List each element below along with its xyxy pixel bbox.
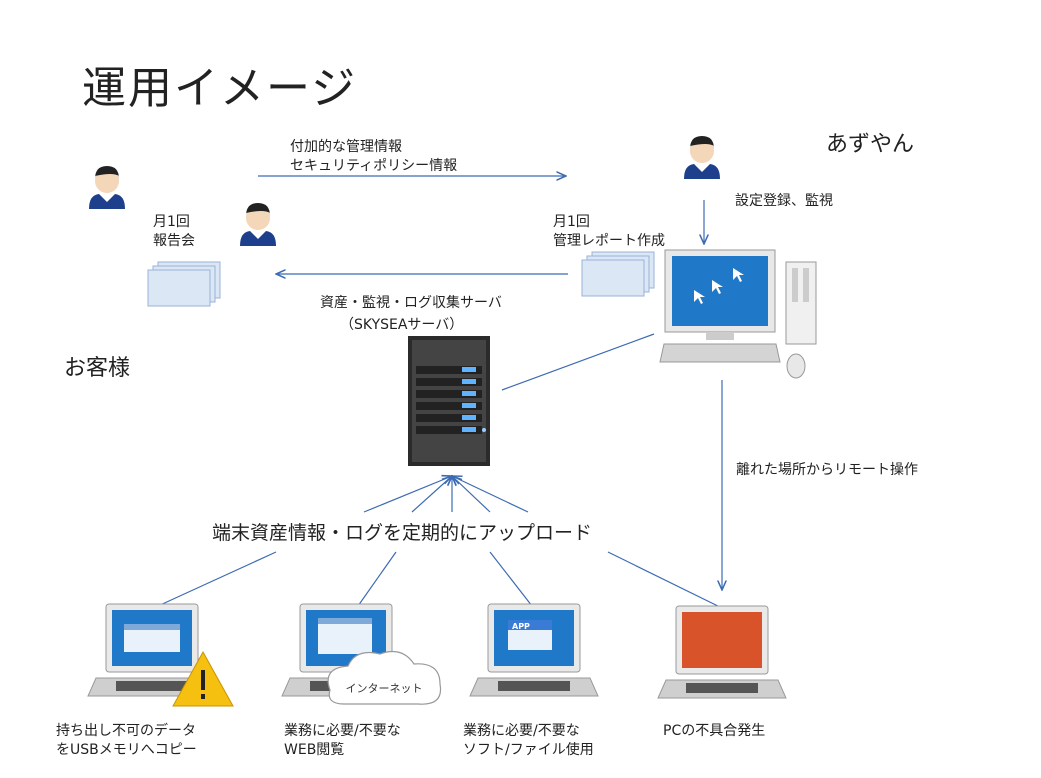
report-meeting-label-2: 報告会 — [153, 233, 195, 249]
report-create-label-2: 管理レポート作成 — [553, 233, 665, 249]
link-laptop-1 — [157, 551, 277, 607]
laptop-usb-icon — [87, 603, 217, 697]
pc-server-link — [501, 333, 655, 391]
client-label-fault-1: PCの不具合発生 — [663, 723, 766, 739]
upload-arrow-4 — [452, 476, 491, 513]
link-laptop-4 — [607, 551, 727, 611]
client-label-usb-1: 持ち出し不可のデータ — [56, 723, 196, 739]
client-label-web-1: 業務に必要/不要な — [284, 723, 401, 739]
remote-label: 離れた場所からリモート操作 — [736, 462, 918, 478]
cloud-label: インターネット — [346, 682, 423, 695]
customer-attendee-icon — [240, 203, 276, 246]
server-label-1: 資産・監視・ログ収集サーバ — [320, 295, 502, 311]
client-label-web-2: WEB閲覧 — [284, 742, 345, 758]
upload-arrow-2 — [411, 476, 452, 513]
report-create-label-1: 月1回 — [553, 214, 590, 230]
link-laptop-3 — [489, 551, 533, 607]
client-label-usb-2: をUSBメモリへコピー — [56, 742, 197, 758]
link-laptop-2 — [357, 551, 397, 607]
cloud-icon: インターネット — [327, 651, 442, 705]
provider-person-icon — [684, 136, 720, 179]
policy-label-2: セキュリティポリシー情報 — [290, 158, 458, 174]
report-docs-left-icon — [147, 261, 221, 307]
client-label-app-1: 業務に必要/不要な — [463, 723, 580, 739]
laptop-broken-icon — [657, 605, 787, 699]
upload-arrow-1 — [363, 476, 452, 513]
admin-desktop-icon — [659, 249, 817, 379]
upload-arrow-5 — [452, 476, 529, 513]
provider-label: あずやん — [826, 132, 915, 157]
page-title: 運用イメージ — [82, 63, 358, 114]
customer-person-icon — [89, 166, 125, 209]
upload-label: 端末資産情報・ログを定期的にアップロード — [212, 522, 593, 544]
server-icon — [408, 336, 490, 466]
warning-icon — [172, 650, 234, 707]
report-docs-right-icon — [581, 251, 655, 297]
laptop-app-icon: APP — [469, 603, 599, 697]
report-meeting-label-1: 月1回 — [153, 214, 190, 230]
monitor-label: 設定登録、監視 — [735, 193, 833, 209]
server-label-2: （SKYSEAサーバ） — [340, 317, 464, 333]
app-badge-label: APP — [512, 622, 530, 631]
laptop-web-icon — [281, 603, 411, 697]
policy-label-1: 付加的な管理情報 — [290, 139, 402, 155]
client-label-app-2: ソフト/ファイル使用 — [463, 742, 594, 758]
customer-label: お客様 — [64, 356, 131, 381]
